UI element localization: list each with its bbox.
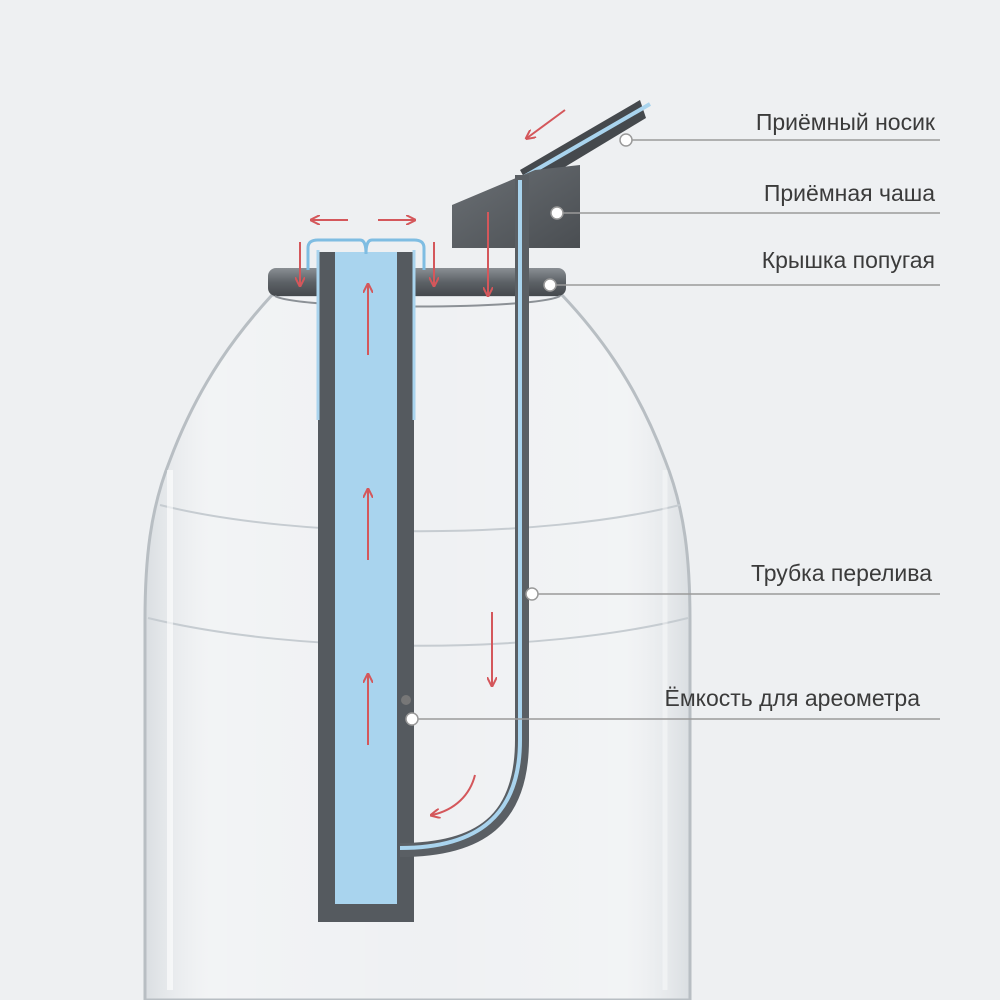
column-liquid [335,252,397,904]
jar-body [145,295,690,1000]
callout-dot [526,588,538,600]
column-screw [401,695,411,705]
glass-jar [145,295,690,1000]
callout-dot [620,134,632,146]
label-lid: Крышка попугая [762,247,935,273]
spout-and-cup [452,100,650,248]
arrow-in [527,110,565,138]
label-cup: Приёмная чаша [764,180,935,206]
callout-dot [551,207,563,219]
hydrometer-column [308,240,424,922]
label-overflow-tube: Трубка перелива [751,560,932,586]
callout-dot [406,713,418,725]
label-spout: Приёмный носик [756,109,936,135]
callout-dot [544,279,556,291]
label-hydrometer-container: Ёмкость для ареометра [665,685,921,711]
